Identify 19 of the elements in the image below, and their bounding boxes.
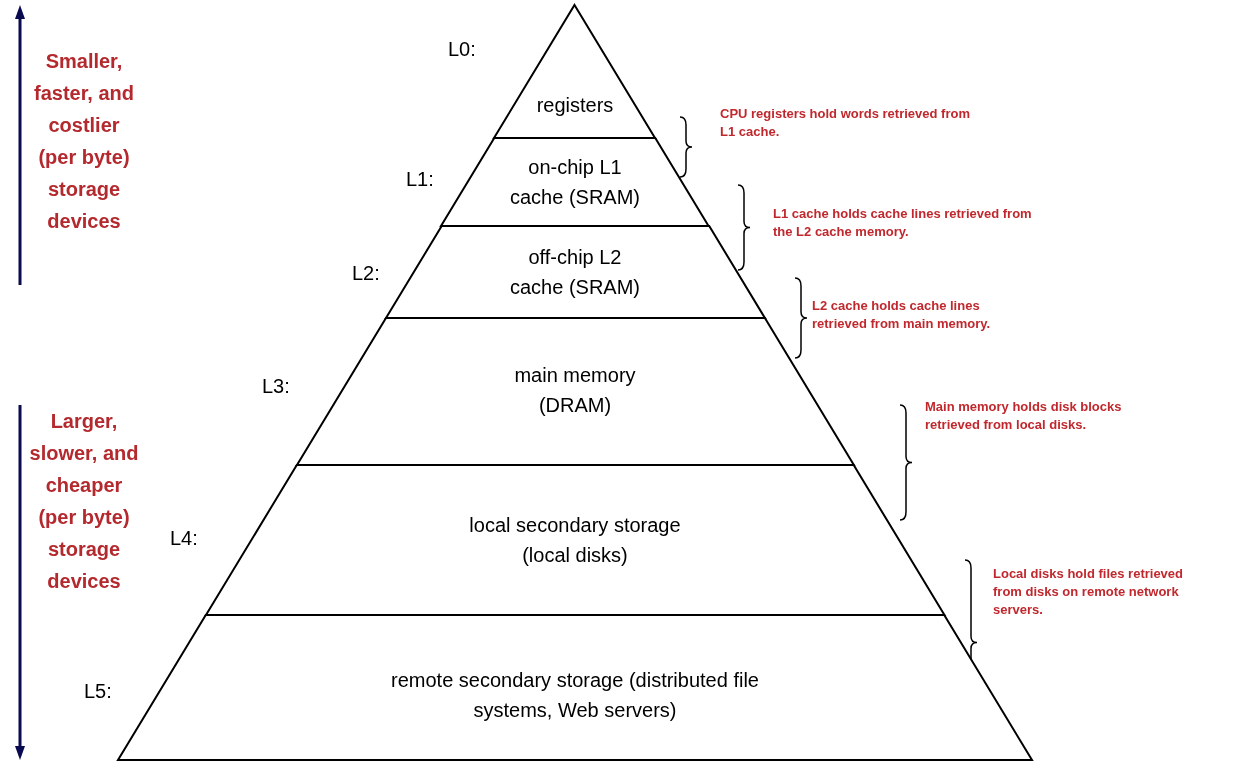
annotation: Local disks hold files retrieved from disks on remote network servers. — [993, 565, 1183, 619]
level-text: on-chip L1 cache (SRAM) — [508, 155, 641, 210]
level-text: main memory (DRAM) — [513, 363, 637, 418]
annotation: CPU registers hold words retrieved from L1 cache. — [720, 105, 971, 141]
level-label: L0: — [448, 38, 476, 61]
level-label: L4: — [170, 527, 198, 550]
level-text: remote secondary storage (distributed file systems, Web servers) — [390, 668, 760, 723]
side-note: Larger, slower, and cheaper (per byte) storage devices — [28, 409, 140, 594]
side-note: Smaller, faster, and costlier (per byte) storage devices — [32, 49, 135, 234]
annotation: L1 cache holds cache lines retrieved from the L2 cache memory. — [773, 205, 1033, 241]
level-label: L2: — [352, 262, 380, 285]
level-label: L1: — [406, 168, 434, 191]
annotation: Main memory holds disk blocks retrieved from local disks. — [925, 398, 1123, 434]
level-label: L3: — [262, 375, 290, 398]
level-text: local secondary storage (local disks) — [468, 513, 682, 568]
annotation: L2 cache holds cache lines retrieved from main memory. — [812, 297, 992, 333]
level-label: L5: — [84, 680, 112, 703]
level-text: registers — [535, 93, 615, 118]
level-text: off-chip L2 cache (SRAM) — [508, 245, 641, 300]
